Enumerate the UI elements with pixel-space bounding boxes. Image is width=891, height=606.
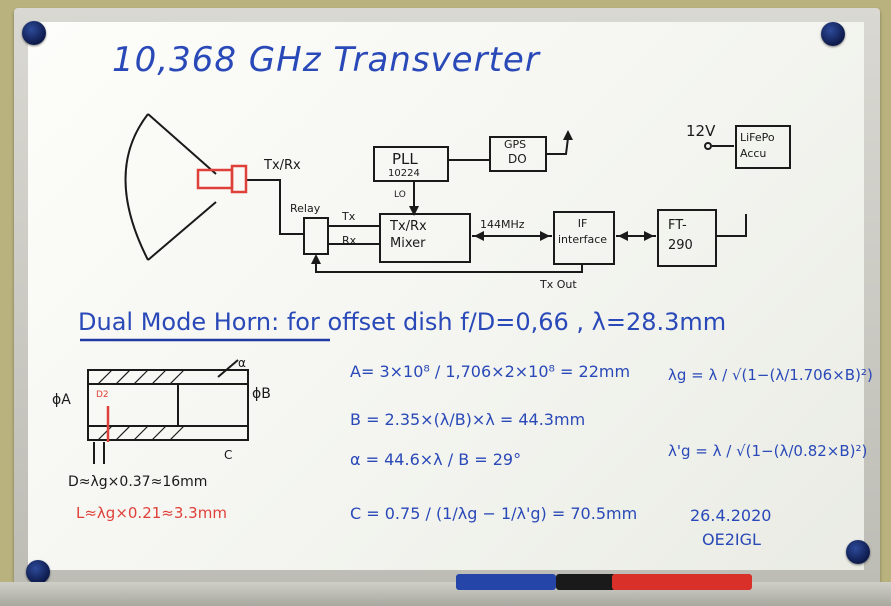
formula-c: C = 0.75 / (1/λg − 1/λ'g) = 70.5mm [350,504,638,523]
marker-tray [0,582,891,606]
formula-a: A= 3×10⁸ / 1,706×2×10⁸ = 22mm [350,362,631,381]
if-freq-label: 144MHz [480,218,525,231]
dish-reflector [124,113,149,261]
lambda-g-formula: λg = λ / √(1−(λ/1.706×B)²) [668,366,873,384]
phi-b-label: ϕB [252,386,271,402]
rx-label: Rx [342,234,357,247]
if-box [553,211,615,265]
formula-d: D≈λg×0.37≈16mm [68,474,208,490]
ft290-label: FT- 290 [668,218,693,253]
ft290-box [657,209,717,267]
red-marker[interactable] [612,574,752,590]
do-label: DO [508,152,527,166]
board-title: 10,368 GHz Transverter [112,40,540,80]
formula-b: B = 2.35×(λ/B)×λ = 44.3mm [350,410,586,429]
horn-heading: Dual Mode Horn: for offset dish f/D=0,66… [78,308,727,336]
lo-label: LO [394,190,406,200]
formula-alpha: α = 44.6×λ / B = 29° [350,450,522,469]
battery-box [735,125,791,169]
magnet-top-left [22,21,46,45]
formula-l: L≈λg×0.21≈3.3mm [76,504,227,522]
alpha-label: α [238,356,246,370]
mixer-box [379,213,471,263]
d2-label: D2 [96,390,109,400]
pll-label: PLL [392,150,418,168]
c-label: C [224,448,233,462]
mixer-label: Tx/Rx Mixer [390,219,427,251]
callsign-label: OE2IGL [702,530,761,549]
blue-marker[interactable] [456,574,556,590]
black-marker[interactable] [556,574,616,590]
txrx-label: Tx/Rx [264,158,301,173]
relay-label: Relay [290,202,321,215]
phi-a-label: ϕA [52,392,71,408]
tx-out-label: Tx Out [540,278,577,291]
whiteboard: 10,368 GHz Transverter [28,22,873,570]
lambda-g2-formula: λ'g = λ / √(1−(λ/0.82×B)²) [668,442,868,460]
pll-box [373,146,449,182]
block-diagram [80,113,791,464]
magnet-bottom-left [26,560,50,584]
pll-freq-label: 10224 [388,168,420,179]
feed-horn [106,164,248,442]
gps-label: GPS [504,138,527,151]
magnet-bottom-right [846,540,870,564]
tx-label: Tx [342,210,356,223]
if-label: IF interface [558,217,608,246]
date-label: 26.4.2020 [690,506,772,525]
voltage-label: 12V [686,122,716,140]
battery-label: LiFePo Accu [740,131,775,160]
relay-box [303,217,329,255]
magnet-top-right [821,22,845,46]
